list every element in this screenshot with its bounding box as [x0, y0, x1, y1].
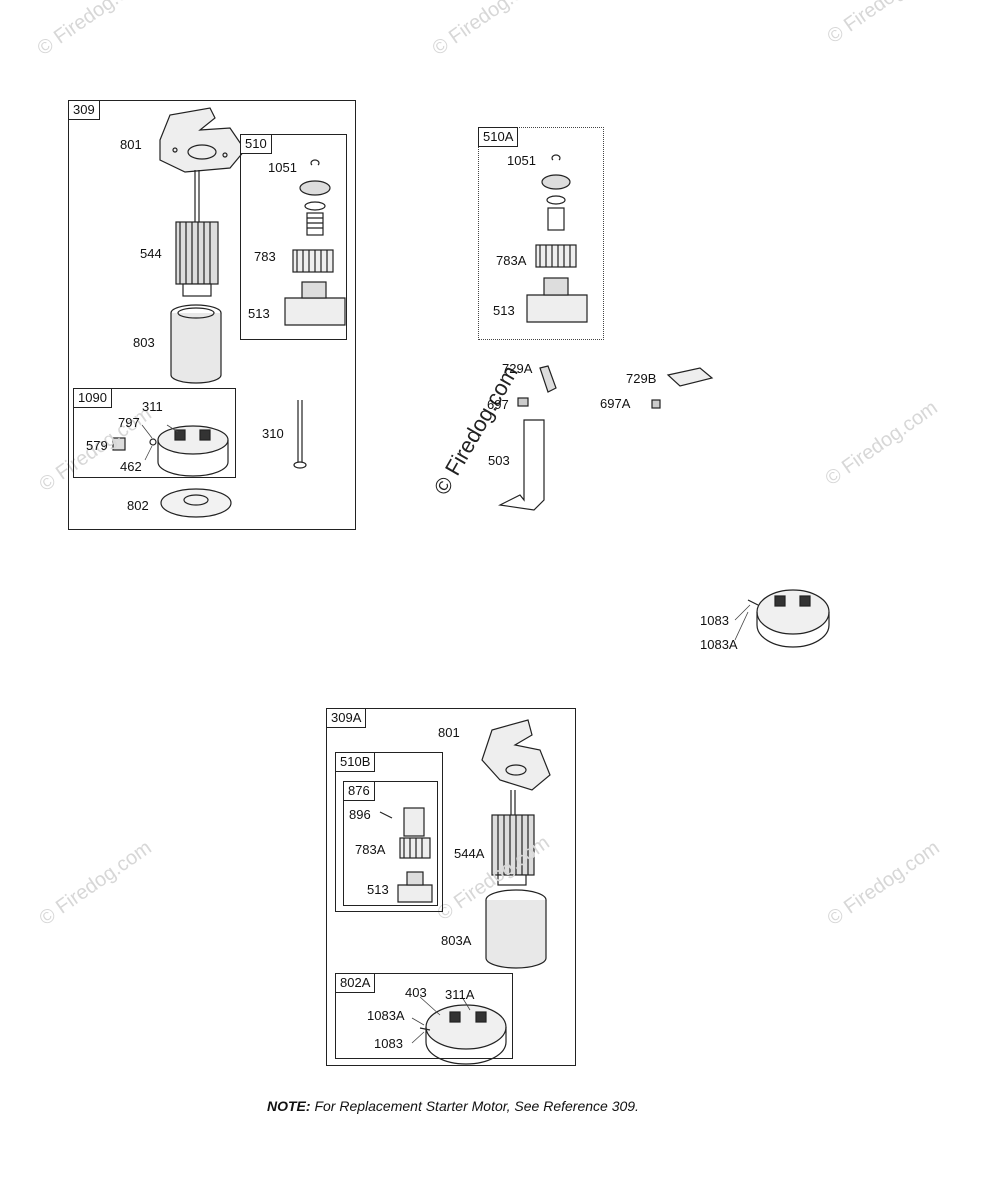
note-prefix: NOTE: — [267, 1098, 311, 1114]
group-tag: 510A — [478, 127, 519, 147]
part-311-brush-plate — [149, 425, 229, 477]
part-802-end-plate — [160, 488, 232, 518]
part-801-bracket — [159, 107, 246, 173]
group-876: 876 — [343, 781, 438, 906]
part-label: 1083A — [367, 1008, 405, 1023]
part-label: 310 — [262, 426, 284, 441]
group-510A: 510A — [478, 127, 604, 340]
part-label: 513 — [248, 306, 270, 321]
part-label: 513 — [493, 303, 515, 318]
group-tag: 309 — [68, 100, 100, 120]
part-503-bracket — [498, 365, 557, 511]
part-label: 1051 — [507, 153, 536, 168]
group-tag: 510 — [240, 134, 272, 154]
part-label: 783 — [254, 249, 276, 264]
part-label: 801 — [438, 725, 460, 740]
part-729B-clip — [651, 367, 714, 409]
part-310-bolt — [293, 400, 307, 469]
group-tag: 876 — [343, 781, 375, 801]
part-label: 697 — [487, 397, 509, 412]
part-label: 1083 — [700, 613, 729, 628]
part-803A-housing — [485, 889, 547, 969]
group-802A: 802A — [335, 973, 513, 1059]
part-label: 311 — [142, 399, 163, 414]
part-label: 513 — [367, 882, 389, 897]
part-label: 697A — [600, 396, 631, 411]
part-876-drive — [379, 807, 433, 903]
part-label: 1083 — [374, 1036, 403, 1051]
part-label: 729B — [626, 371, 657, 386]
part-802A-end-cap — [419, 1004, 507, 1065]
part-label: 403 — [405, 985, 427, 1000]
part-label: 783A — [496, 253, 527, 268]
group-tag: 802A — [335, 973, 376, 993]
part-801-bracket-309A — [481, 719, 551, 791]
group-309: 309 — [68, 100, 356, 530]
part-label: 803A — [441, 933, 472, 948]
group-309A: 309A — [326, 708, 576, 1066]
part-label: 579 — [86, 438, 108, 453]
part-544-armature — [175, 170, 219, 297]
part-544A-armature — [491, 790, 535, 886]
part-label: 896 — [349, 807, 371, 822]
part-510-drive — [284, 159, 346, 326]
part-1083-brush-assembly — [747, 589, 830, 648]
group-tag: 1090 — [73, 388, 112, 408]
part-label: 544 — [140, 246, 162, 261]
group-510: 510 — [240, 134, 347, 340]
part-label: 797 — [118, 415, 140, 430]
part-510A-drive — [526, 154, 588, 323]
footer-note: NOTE: For Replacement Starter Motor, See… — [267, 1098, 639, 1114]
part-label: 801 — [120, 137, 142, 152]
group-510B: 510B — [335, 752, 443, 912]
part-label: 311A — [445, 987, 475, 1002]
group-tag: 510B — [335, 752, 376, 772]
part-label: 544A — [454, 846, 485, 861]
part-label: 1083A — [700, 637, 738, 652]
part-label: 783A — [355, 842, 386, 857]
part-803-housing — [170, 304, 222, 384]
part-579-terminal — [112, 437, 126, 451]
note-text: For Replacement Starter Motor, See Refer… — [314, 1098, 639, 1114]
part-label: 803 — [133, 335, 155, 350]
group-1090: 1090 — [73, 388, 236, 478]
part-label: 462 — [120, 459, 142, 474]
part-label: 802 — [127, 498, 149, 513]
part-label: 729A — [502, 361, 533, 376]
part-label: 503 — [488, 453, 510, 468]
part-label: 1051 — [268, 160, 297, 175]
leader-lines — [141, 424, 751, 1044]
group-tag: 309A — [326, 708, 367, 728]
